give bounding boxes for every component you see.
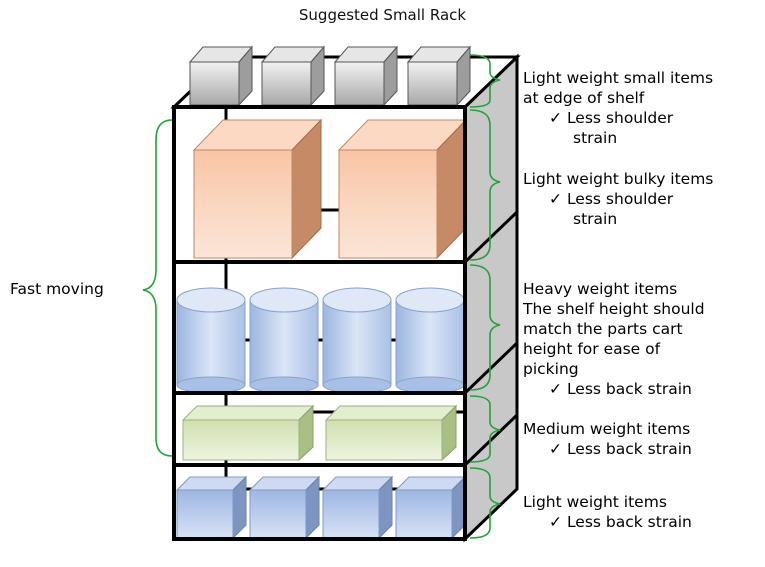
rack-front-frame [172, 105, 467, 541]
orange-box [337, 118, 468, 260]
green-box [324, 404, 458, 462]
note-line: Medium weight items [523, 420, 691, 438]
blue-box [394, 475, 467, 540]
second-shelf-items [192, 118, 468, 260]
rack-side-panel [463, 53, 519, 543]
benefit-line-cont: strain [573, 210, 618, 228]
note-bottom-shelf: Light weight items ✓ Less back strain [523, 492, 692, 532]
third-shelf-items [176, 287, 465, 394]
bracket-second [469, 109, 501, 261]
bracket-fourth [469, 395, 501, 463]
blue-box [175, 475, 248, 540]
note-line: Light weight bulky items [523, 170, 714, 188]
note-line: The shelf height should [523, 300, 705, 318]
benefit-line: ✓ Less back strain [549, 440, 692, 458]
note-line: height for ease of [523, 340, 661, 358]
green-box [181, 404, 315, 462]
fast-moving-brace [142, 119, 173, 457]
orange-box [192, 118, 323, 260]
rack-side-shelf-lines [463, 210, 519, 467]
check-icon: ✓ [549, 380, 562, 398]
gray-box [188, 45, 254, 107]
right-brackets [469, 54, 501, 539]
note-line: picking [523, 360, 579, 378]
benefit-line-cont: strain [573, 129, 618, 147]
check-icon: ✓ [549, 109, 562, 127]
bottom-shelf-items [175, 475, 467, 540]
benefit-line: ✓ Less back strain [549, 513, 692, 531]
blue-box [248, 475, 321, 540]
bracket-top [469, 54, 501, 108]
blue-cylinder [395, 287, 465, 394]
note-line: Light weight small items [523, 69, 714, 87]
benefit-line: ✓ Less shoulder [549, 109, 674, 127]
blue-cylinder [322, 287, 392, 394]
note-fourth-shelf: Medium weight items ✓ Less back strain [523, 419, 692, 459]
gray-box [333, 45, 399, 107]
note-line: match the parts cart [523, 320, 683, 338]
note-third-shelf: Heavy weight items The shelf height shou… [523, 279, 705, 399]
check-icon: ✓ [549, 190, 562, 208]
top-shelf-items [188, 45, 472, 107]
fast-moving-label: Fast moving [10, 280, 104, 298]
benefit-line: ✓ Less back strain [549, 380, 692, 398]
bracket-third [469, 264, 501, 391]
bracket-bottom [469, 467, 501, 539]
note-second-shelf: Light weight bulky items ✓ Less shoulder… [523, 169, 713, 229]
fourth-shelf-items [181, 404, 458, 462]
check-icon: ✓ [549, 440, 562, 458]
gray-box [260, 45, 326, 107]
note-line: Heavy weight items [523, 280, 678, 298]
benefit-line: ✓ Less shoulder [549, 190, 674, 208]
diagram-title: Suggested Small Rack [298, 6, 467, 24]
note-line: at edge of shelf [523, 89, 645, 107]
gray-box [406, 45, 472, 107]
note-line: Light weight items [523, 493, 667, 511]
blue-box [321, 475, 394, 540]
blue-cylinder [176, 287, 246, 394]
check-icon: ✓ [549, 513, 562, 531]
note-top-shelf: Light weight small items at edge of shel… [523, 68, 713, 148]
blue-cylinder [249, 287, 319, 394]
